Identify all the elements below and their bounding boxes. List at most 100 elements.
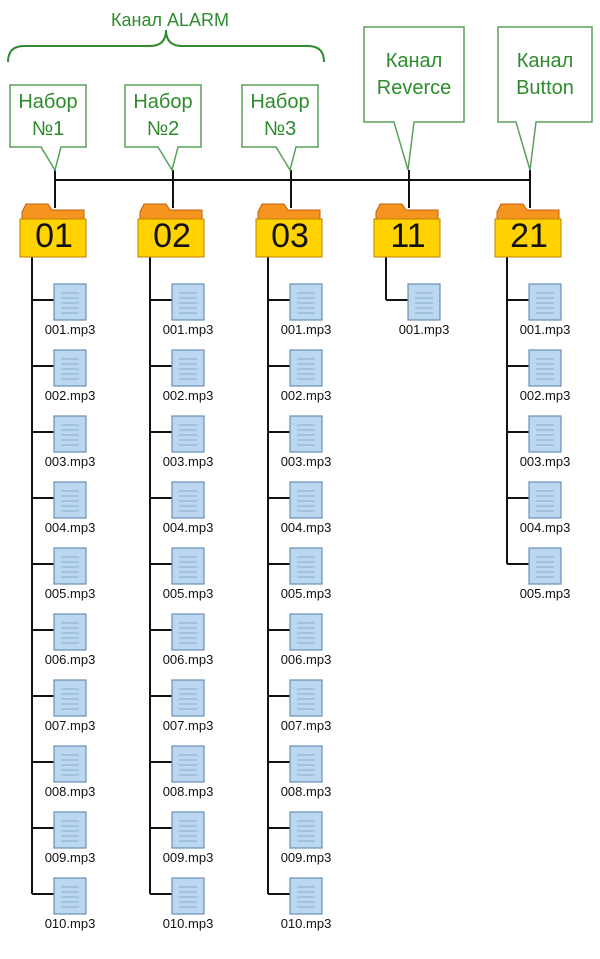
folder-icon: [373, 203, 441, 258]
file-icon: [289, 481, 323, 519]
alarm-channel-label: Канал ALARM: [111, 10, 229, 30]
file-icon-body: [171, 415, 205, 453]
file-icon: [171, 349, 205, 387]
folder-body: [255, 218, 323, 258]
file-icon-body: [289, 415, 323, 453]
file-name-label: 004.mp3: [162, 520, 214, 535]
file-icon: [53, 481, 87, 519]
file-icon-body: [171, 745, 205, 783]
folder-body: [494, 218, 562, 258]
file-icon: [53, 547, 87, 585]
file-icon: [53, 283, 87, 321]
folder-name-03: 03: [271, 217, 309, 255]
file-name-label: 001.mp3: [398, 322, 450, 337]
file-name-label: 009.mp3: [280, 850, 332, 865]
file-icon: [171, 547, 205, 585]
file-icon-body: [53, 811, 87, 849]
file-icon-body: [53, 679, 87, 717]
file-icon-body: [289, 613, 323, 651]
file-icon: [53, 877, 87, 915]
file-icon: [289, 415, 323, 453]
file-name-label: 008.mp3: [280, 784, 332, 799]
file-icon-body: [528, 349, 562, 387]
file-icon-body: [171, 877, 205, 915]
callout-label-nabor1: Набор №1: [18, 91, 78, 140]
file-icon: [171, 415, 205, 453]
file-icon: [53, 349, 87, 387]
file-name-label: 001.mp3: [44, 322, 96, 337]
file-icon-body: [53, 547, 87, 585]
file-icon-body: [407, 283, 441, 321]
file-icon-body: [53, 613, 87, 651]
folder-icon: [255, 203, 323, 258]
file-icon: [289, 811, 323, 849]
file-icon-body: [289, 811, 323, 849]
file-name-label: 010.mp3: [44, 916, 96, 931]
file-name-label: 001.mp3: [162, 322, 214, 337]
file-icon-body: [53, 877, 87, 915]
file-icon: [528, 283, 562, 321]
folder-name-21: 21: [510, 217, 548, 255]
file-icon-body: [171, 679, 205, 717]
file-icon-body: [53, 745, 87, 783]
file-name-label: 002.mp3: [280, 388, 332, 403]
file-icon: [289, 613, 323, 651]
file-icon: [53, 745, 87, 783]
file-icon: [407, 283, 441, 321]
file-icon: [528, 481, 562, 519]
file-icon: [171, 283, 205, 321]
file-icon-body: [528, 415, 562, 453]
file-name-label: 004.mp3: [280, 520, 332, 535]
callout-label-nabor2: Набор №2: [133, 91, 193, 140]
folder-icon: [137, 203, 205, 258]
file-name-label: 004.mp3: [44, 520, 96, 535]
callout-label-nabor3: Набор №3: [250, 91, 310, 140]
file-icon: [171, 811, 205, 849]
file-name-label: 009.mp3: [162, 850, 214, 865]
file-name-label: 002.mp3: [44, 388, 96, 403]
file-icon-body: [528, 283, 562, 321]
file-name-label: 010.mp3: [280, 916, 332, 931]
file-name-label: 006.mp3: [44, 652, 96, 667]
file-icon: [289, 349, 323, 387]
file-icon-body: [289, 745, 323, 783]
file-icon-body: [289, 547, 323, 585]
file-name-label: 001.mp3: [519, 322, 571, 337]
file-icon: [528, 547, 562, 585]
file-icon-body: [289, 283, 323, 321]
file-icon: [53, 811, 87, 849]
file-icon-body: [171, 349, 205, 387]
file-name-label: 006.mp3: [280, 652, 332, 667]
file-name-label: 007.mp3: [280, 718, 332, 733]
file-icon: [53, 415, 87, 453]
file-icon-body: [528, 547, 562, 585]
callout-box-nabor3: [241, 84, 319, 172]
alarm-bracket: [7, 29, 325, 63]
file-name-label: 003.mp3: [162, 454, 214, 469]
file-name-label: 001.mp3: [280, 322, 332, 337]
callout-label-button: Канал Button: [516, 49, 574, 99]
file-icon: [289, 679, 323, 717]
callout-box-nabor1: [9, 84, 87, 172]
callout-box-nabor2: [124, 84, 202, 172]
file-icon-body: [289, 679, 323, 717]
file-icon: [53, 679, 87, 717]
file-icon: [289, 547, 323, 585]
file-name-label: 010.mp3: [162, 916, 214, 931]
file-icon-body: [171, 613, 205, 651]
file-icon-body: [171, 481, 205, 519]
folder-body: [19, 218, 87, 258]
file-icon: [171, 481, 205, 519]
file-icon-body: [53, 283, 87, 321]
file-name-label: 007.mp3: [44, 718, 96, 733]
file-icon-body: [289, 349, 323, 387]
file-icon: [528, 415, 562, 453]
folder-name-11: 11: [390, 217, 426, 255]
file-icon-body: [171, 283, 205, 321]
file-icon: [171, 613, 205, 651]
file-name-label: 008.mp3: [162, 784, 214, 799]
file-name-label: 005.mp3: [519, 586, 571, 601]
file-name-label: 009.mp3: [44, 850, 96, 865]
file-name-label: 003.mp3: [280, 454, 332, 469]
file-name-label: 002.mp3: [162, 388, 214, 403]
